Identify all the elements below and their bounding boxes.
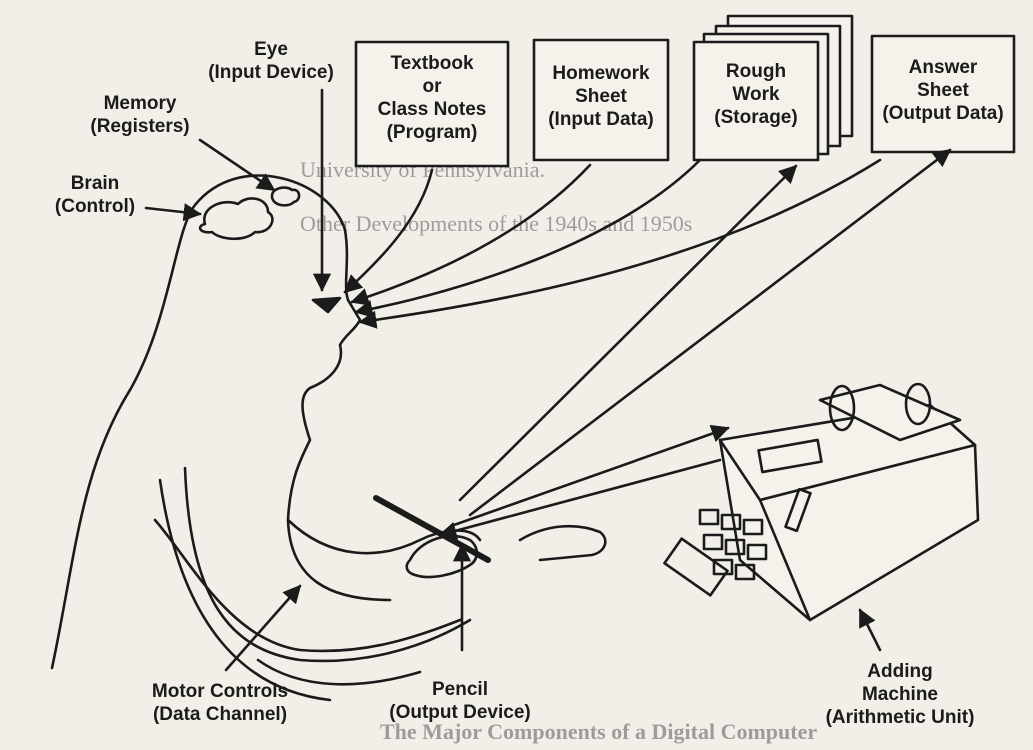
arm-outline [286, 518, 482, 555]
adding-machine-arrow [858, 608, 882, 652]
textbook-arrow [343, 168, 434, 294]
machine-arrow-in [452, 424, 730, 527]
brain-arrow [144, 203, 202, 222]
shoulder-outline [153, 518, 462, 653]
pencil-label: Pencil(Output Device) [389, 679, 531, 723]
machine-arrow-out [438, 458, 722, 540]
homework-box [532, 38, 670, 162]
brain-label: Brain(Control) [54, 173, 136, 217]
motor-controls-label: Motor Controls(Data Channel) [151, 681, 289, 725]
background-text-3: The Major Components of a Digital Comput… [380, 719, 818, 744]
answer-box [870, 34, 1016, 154]
adding-machine-drawing [663, 382, 980, 622]
textbook-box [354, 40, 510, 168]
answer-arrow-out [468, 148, 952, 517]
rough-work-arrow-out [458, 164, 798, 502]
data-channel-curve [183, 466, 472, 663]
back-outline [256, 658, 422, 686]
memory-arrow [198, 138, 276, 192]
data-channel-curve-2 [158, 478, 332, 702]
brain-shape [198, 197, 274, 241]
eye-label: Eye(Input Device) [208, 39, 334, 83]
rough-work-stack [692, 14, 854, 162]
rough-work-arrow-in [354, 158, 702, 318]
homework-arrow [350, 163, 592, 306]
motor-arrow [224, 584, 302, 672]
answer-arrow-in [358, 158, 882, 329]
head-outline [50, 174, 392, 670]
memory-shape [270, 186, 301, 207]
eye-shape [311, 296, 342, 314]
memory-label: Memory(Registers) [90, 93, 190, 137]
left-hand-outline [518, 524, 607, 562]
